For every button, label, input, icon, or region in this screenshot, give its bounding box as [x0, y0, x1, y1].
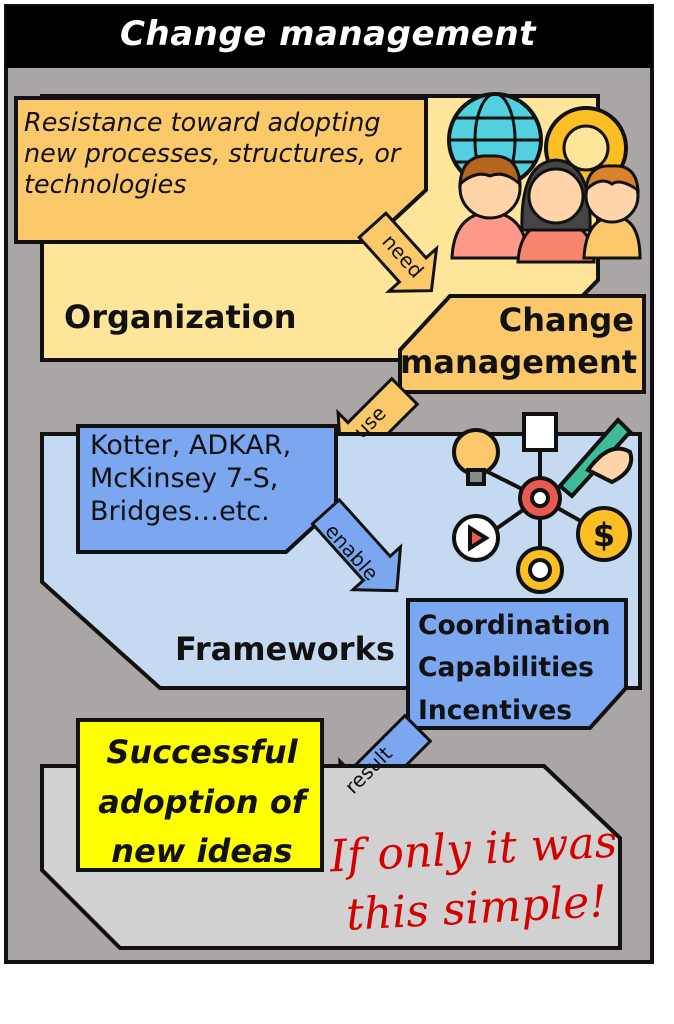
- need-arrow: [357, 211, 439, 293]
- frameworks-list-box: [76, 424, 338, 554]
- dollar-symbol: $: [593, 516, 615, 554]
- resistance-box: [14, 96, 428, 244]
- strategy-network-icon: [452, 412, 634, 594]
- enabler-capabilities: Capabilities: [418, 652, 594, 684]
- enabler-coordination: Coordination: [418, 610, 611, 641]
- enabler-incentives: Incentives: [418, 694, 573, 726]
- organization-label: Organization: [64, 298, 297, 336]
- header-bar: [6, 6, 652, 68]
- people-gears-icon: [447, 92, 642, 264]
- frameworks-label: Frameworks: [175, 630, 395, 668]
- success-box: [76, 718, 324, 872]
- change-management-label: Change management: [400, 301, 638, 381]
- change-management-box: [398, 294, 646, 394]
- frameworks-list-text: Kotter, ADKAR, McKinsey 7-S, Bridges…etc…: [90, 430, 292, 527]
- resistance-text: Resistance toward adopting new processes…: [24, 108, 401, 201]
- enablers-box: [406, 598, 628, 730]
- enable-arrow: [310, 497, 403, 593]
- page-title: Change management: [120, 14, 536, 54]
- success-text: Successful adoption of new ideas: [98, 733, 306, 871]
- handwritten-note: If only it was this simple!: [328, 816, 619, 942]
- enablers-list: Coordination Capabilities Incentives: [418, 605, 628, 732]
